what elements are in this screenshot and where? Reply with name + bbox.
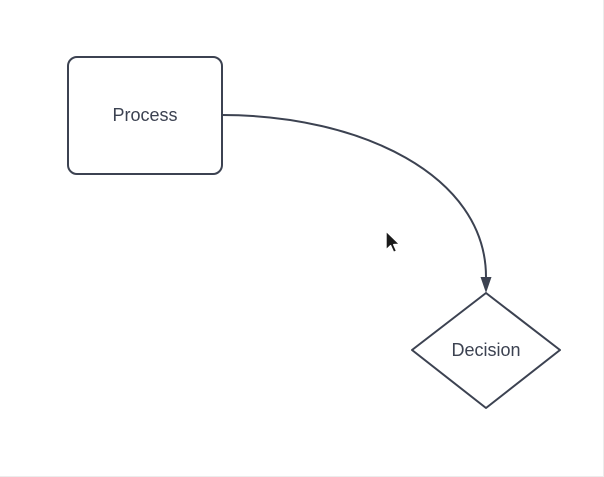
process-label: Process xyxy=(112,105,177,125)
arrowhead-icon xyxy=(480,277,492,293)
connector-curve[interactable] xyxy=(221,114,487,278)
process-shape[interactable] xyxy=(67,56,223,175)
node-process[interactable]: Process xyxy=(67,56,223,175)
connector-process-to-decision[interactable] xyxy=(221,114,492,293)
node-decision[interactable]: Decision xyxy=(411,292,561,409)
decision-label: Decision xyxy=(451,340,520,360)
decision-shape[interactable] xyxy=(411,292,561,409)
